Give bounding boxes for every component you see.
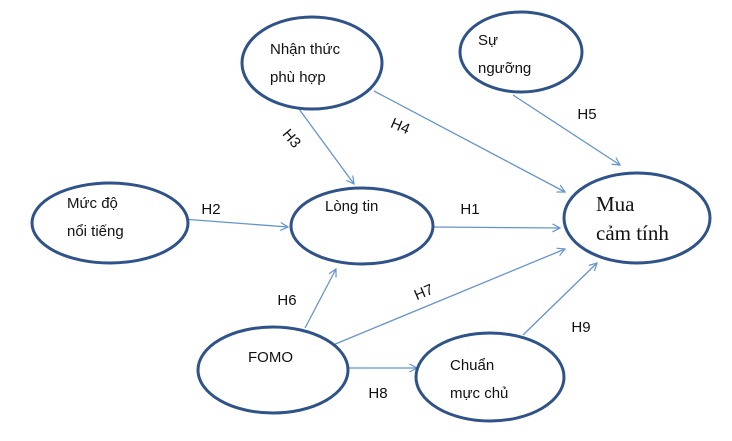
edge-arrow-h9 <box>522 263 597 336</box>
node-ellipse-mua-cam-tinh <box>562 171 712 265</box>
node-ellipse-su-nguong <box>458 10 584 94</box>
edge-arrow-h7 <box>332 249 565 346</box>
edge-arrow-h5 <box>512 94 620 165</box>
edge-arrow-h4 <box>373 90 565 192</box>
edge-arrow-h3 <box>298 108 354 184</box>
node-label-fomo: FOMO <box>248 349 293 366</box>
edge-label-h9: H9 <box>571 319 591 336</box>
edge-arrow-h6 <box>304 269 336 329</box>
node-ellipse-chuan-muc-chu <box>414 331 566 423</box>
edge-label-h6: H6 <box>277 292 297 309</box>
node-ellipse-muc-do-noi-tieng <box>30 181 190 265</box>
edge-arrow-h2 <box>181 218 288 227</box>
edge-arrow-h1 <box>432 227 560 228</box>
node-ellipse-fomo <box>196 325 350 415</box>
edge-label-h1: H1 <box>460 201 480 218</box>
node-label-long-tin: Lòng tin <box>325 198 379 215</box>
node-ellipse-nhan-thuc-phu-hop <box>240 15 384 111</box>
node-label-su-nguong: Sự ngưỡng <box>478 32 532 77</box>
node-label-nhan-thuc-phu-hop: Nhận thức phù hợp <box>270 41 341 86</box>
node-label-chuan-muc-chu: Chuẩn mực chủ <box>450 357 509 402</box>
edge-label-h2: H2 <box>201 201 221 218</box>
edge-label-h5: H5 <box>577 106 597 123</box>
node-label-muc-do-noi-tieng: Mức độ nổi tiếng <box>67 195 124 240</box>
edge-label-h8: H8 <box>368 385 388 402</box>
node-label-mua-cam-tinh: Mua cảm tính <box>596 192 669 245</box>
node-ellipse-long-tin <box>289 186 435 266</box>
